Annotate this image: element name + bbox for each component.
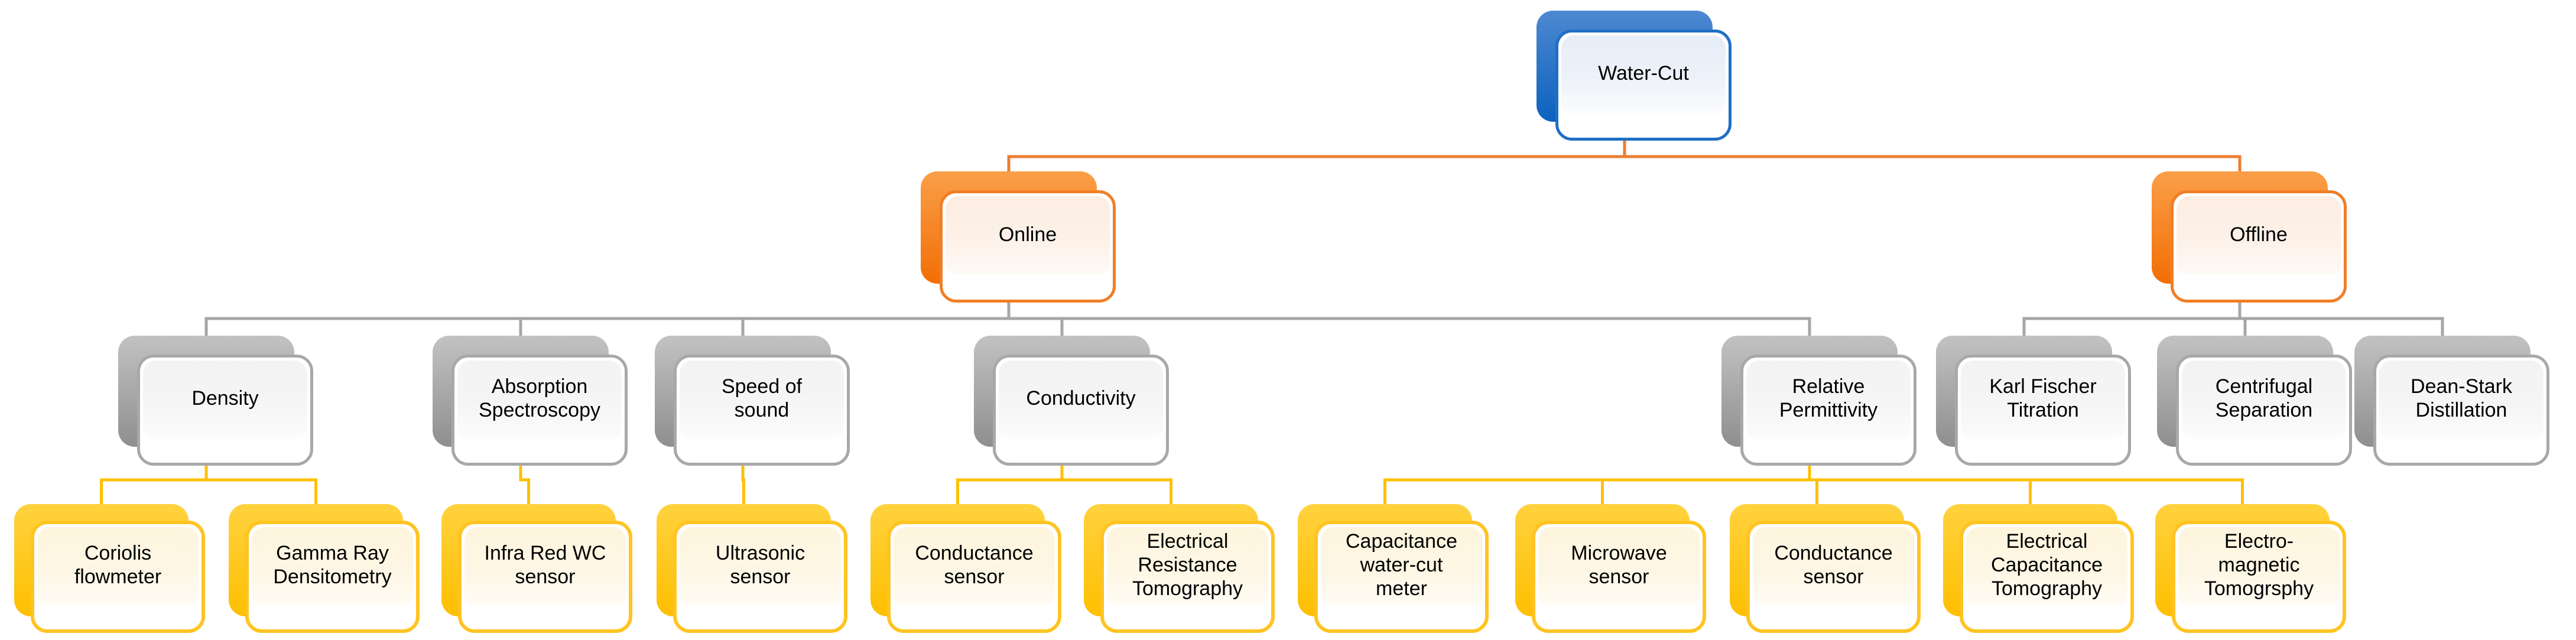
node-label: Speed of sound	[721, 375, 803, 422]
node-fill	[1961, 360, 2125, 438]
node-gamma-ray: Gamma Ray Densitometry	[229, 504, 420, 633]
node-fill	[464, 527, 626, 605]
node-absorption: Absorption Spectroscopy	[433, 336, 628, 466]
node-label: Capacitance water-cut meter	[1345, 530, 1457, 600]
node-box: Electro- magnetic Tomogrsphy	[2172, 521, 2346, 633]
node-fill	[894, 527, 1055, 605]
node-fill	[37, 527, 199, 605]
node-fill	[1966, 527, 2127, 605]
node-box: Electrical Resistance Tomography	[1100, 521, 1275, 633]
node-label: Microwave sensor	[1571, 542, 1667, 589]
node-fill	[252, 527, 413, 605]
node-infra-red: Infra Red WC sensor	[441, 504, 632, 633]
node-fill	[2379, 360, 2543, 438]
node-box: Capacitance water-cut meter	[1314, 521, 1489, 633]
node-label: Dean-Stark Distillation	[2411, 375, 2512, 422]
node-fill	[1321, 527, 1482, 605]
node-box: Online	[940, 190, 1116, 303]
node-relative-permittivity: Relative Permittivity	[1721, 336, 1916, 466]
node-karl-fischer: Karl Fischer Titration	[1936, 336, 2131, 466]
node-label: Online	[998, 223, 1057, 246]
node-box: Karl Fischer Titration	[1955, 355, 2131, 466]
node-box: Offline	[2171, 190, 2347, 303]
node-box: Ultrasonic sensor	[673, 521, 847, 633]
node-box: Coriolis flowmeter	[31, 521, 205, 633]
node-fill	[946, 196, 1110, 275]
node-emt: Electro- magnetic Tomogrsphy	[2155, 504, 2346, 633]
node-box: Electrical Capacitance Tomography	[1960, 521, 2134, 633]
node-density: Density	[118, 336, 313, 466]
node-fill	[2178, 527, 2340, 605]
node-conductance-1: Conductance sensor	[870, 504, 1061, 633]
node-fill	[1561, 35, 1726, 113]
node-label: Conductance sensor	[1774, 542, 1893, 589]
node-fill	[1538, 527, 1700, 605]
node-coriolis: Coriolis flowmeter	[14, 504, 205, 633]
node-online: Online	[921, 171, 1116, 303]
node-label: Electro- magnetic Tomogrsphy	[2204, 530, 2314, 600]
node-ect: Electrical Capacitance Tomography	[1943, 504, 2134, 633]
node-box: Density	[137, 355, 313, 466]
node-fill	[1107, 527, 1268, 605]
node-offline: Offline	[2152, 171, 2347, 303]
node-label: Ultrasonic sensor	[715, 542, 805, 589]
node-capacitance: Capacitance water-cut meter	[1298, 504, 1489, 633]
node-box: Gamma Ray Densitometry	[245, 521, 420, 633]
node-fill	[1753, 527, 1914, 605]
node-box: Absorption Spectroscopy	[451, 355, 628, 466]
node-label: Conductance sensor	[915, 542, 1034, 589]
node-fill	[2177, 196, 2341, 275]
node-fill	[680, 360, 844, 438]
node-fill	[680, 527, 841, 605]
node-conductance-2: Conductance sensor	[1730, 504, 1921, 633]
node-label: Centrifugal Separation	[2215, 375, 2313, 422]
node-box: Conductance sensor	[887, 521, 1061, 633]
node-centrifugal: Centrifugal Separation	[2157, 336, 2352, 466]
node-dean-stark: Dean-Stark Distillation	[2354, 336, 2549, 466]
node-box: Speed of sound	[674, 355, 850, 466]
node-box: Infra Red WC sensor	[458, 521, 632, 633]
node-box: Dean-Stark Distillation	[2373, 355, 2549, 466]
node-label: Relative Permittivity	[1779, 375, 1878, 422]
node-label: Water-Cut	[1598, 62, 1689, 85]
node-water-cut: Water-Cut	[1536, 11, 1732, 141]
node-label: Electrical Resistance Tomography	[1132, 530, 1243, 600]
node-fill	[143, 360, 307, 438]
node-box: Conductance sensor	[1746, 521, 1921, 633]
node-label: Karl Fischer Titration	[1989, 375, 2097, 422]
node-fill	[2182, 360, 2346, 438]
node-fill	[1746, 360, 1911, 438]
node-box: Centrifugal Separation	[2176, 355, 2352, 466]
node-label: Electrical Capacitance Tomography	[1990, 530, 2103, 600]
node-label: Conductivity	[1026, 387, 1136, 410]
node-label: Gamma Ray Densitometry	[273, 542, 392, 589]
node-box: Conductivity	[993, 355, 1169, 466]
node-box: Water-Cut	[1555, 30, 1732, 141]
node-ultrasonic: Ultrasonic sensor	[657, 504, 847, 633]
node-fill	[999, 360, 1163, 438]
node-label: Absorption Spectroscopy	[479, 375, 600, 422]
node-label: Coriolis flowmeter	[74, 542, 162, 589]
node-conductivity: Conductivity	[974, 336, 1169, 466]
node-microwave: Microwave sensor	[1515, 504, 1706, 633]
node-box: Relative Permittivity	[1740, 355, 1916, 466]
node-box: Microwave sensor	[1532, 521, 1706, 633]
node-speed-of-sound: Speed of sound	[655, 336, 850, 466]
node-label: Density	[191, 387, 259, 410]
node-fill	[457, 360, 622, 438]
node-label: Infra Red WC sensor	[484, 542, 606, 589]
node-ert: Electrical Resistance Tomography	[1084, 504, 1275, 633]
node-label: Offline	[2230, 223, 2288, 246]
